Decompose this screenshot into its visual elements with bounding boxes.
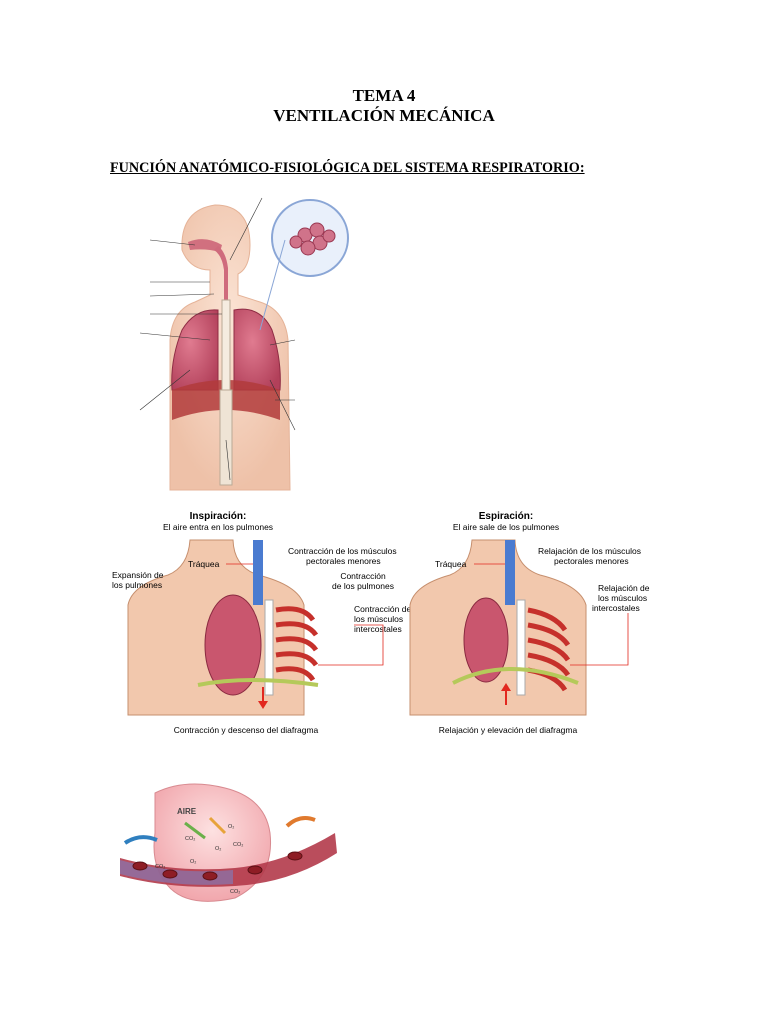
inspiration-caption: Contracción y descenso del diafragma xyxy=(174,725,319,735)
inspiration-trachea xyxy=(253,540,263,605)
expiration-caption: Relajación y elevación del diafragma xyxy=(439,725,578,735)
section-heading: FUNCIÓN ANATÓMICO-FISIOLÓGICA DEL SISTEM… xyxy=(110,160,585,176)
spine-shape xyxy=(219,389,233,486)
expiration-diaphragm xyxy=(452,667,579,685)
inspiration-subtitle: El aire entra en los pulmones xyxy=(163,522,273,532)
svg-text:CO₂: CO₂ xyxy=(155,864,165,870)
inspiration-panel: Inspiración: El aire entra en los pulmon… xyxy=(112,511,411,735)
inspiration-intercostal-label-3: intercostales xyxy=(354,624,402,634)
document-title: VENTILACIÓN MECÁNICA xyxy=(273,106,495,125)
svg-text:O₂: O₂ xyxy=(190,859,196,865)
alveolus-gas-exchange-figure: AIRE O₂ CO₂ O₂ CO₂ CO₂ O₂ CO₂ xyxy=(115,778,345,908)
expiration-subtitle: El aire sale de los pulmones xyxy=(453,522,559,532)
inspiration-trachea-label: Tráquea xyxy=(188,559,220,569)
expiration-intercostal-label-3: intercostales xyxy=(592,603,640,613)
alveoli-cluster xyxy=(289,222,336,256)
expiration-lung xyxy=(463,597,509,683)
inspiration-pectoral-label-1: Contracción de los músculos xyxy=(288,546,397,556)
inspiration-title: Inspiración: xyxy=(190,511,247,522)
inspiration-pectoral-label-2: pectorales menores xyxy=(306,556,381,566)
expiration-title: Espiración: xyxy=(479,511,533,522)
expiration-intercostal-label-1: Relajación de xyxy=(598,583,650,593)
breathing-mechanics-figure: Inspiración: El aire entra en los pulmon… xyxy=(108,505,660,745)
left-lung-shape xyxy=(233,308,281,391)
inspiration-diaphragm xyxy=(197,678,319,687)
right-lung-shape xyxy=(171,309,219,391)
svg-text:CO₂: CO₂ xyxy=(185,836,195,842)
expiration-pectoral-label-2: pectorales menores xyxy=(554,556,629,566)
inspiration-lung xyxy=(204,594,262,696)
chapter-heading: TEMA 4 xyxy=(352,86,416,105)
svg-text:CO₂: CO₂ xyxy=(233,842,243,848)
expiration-intercostal-label-2: los músculos xyxy=(598,593,647,603)
nasal-cavity-shape xyxy=(188,239,222,252)
expiration-trachea-label: Tráquea xyxy=(435,559,467,569)
svg-text:O₂: O₂ xyxy=(215,846,221,852)
inspiration-lung-contraction-label-1: Contracción xyxy=(340,571,386,581)
respiratory-anatomy-figure xyxy=(110,190,350,495)
throat-shape xyxy=(214,246,228,300)
svg-text:O₂: O₂ xyxy=(228,824,234,830)
expiration-pectoral-label-1: Relajación de los músculos xyxy=(538,546,641,556)
svg-text:CO₂: CO₂ xyxy=(230,889,240,895)
inspiration-expansion-label-2: los pulmones xyxy=(112,580,162,590)
expiration-panel: Espiración: El aire sale de los pulmones… xyxy=(409,511,650,735)
expiration-trachea xyxy=(505,540,515,605)
trachea-shape xyxy=(221,299,231,391)
inspiration-lung-contraction-label-2: de los pulmones xyxy=(332,581,394,591)
inspiration-expansion-label-1: Expansión de xyxy=(112,570,164,580)
air-label: AIRE xyxy=(177,807,197,816)
inspiration-intercostal-label-1: Contracción de xyxy=(354,604,411,614)
inspiration-intercostal-label-2: los músculos xyxy=(354,614,403,624)
